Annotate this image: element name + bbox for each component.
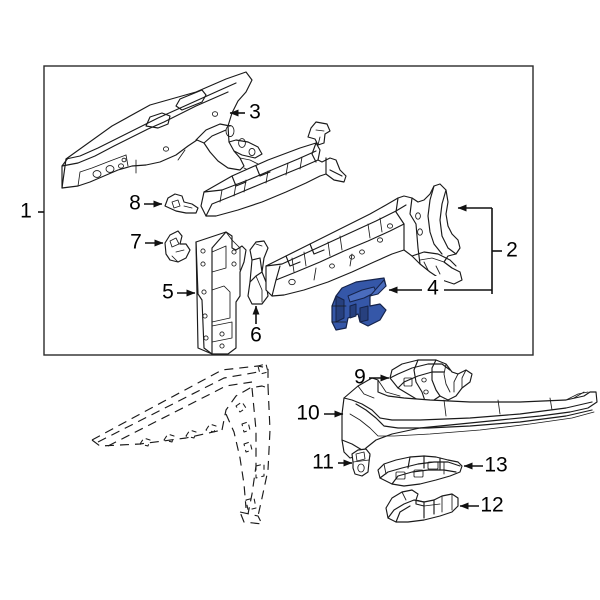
- callout-11[interactable]: 11: [312, 451, 353, 474]
- callout-13-label: 13: [484, 454, 507, 477]
- callout-7[interactable]: 7: [130, 231, 164, 254]
- part-small-clip-bracket-11: [351, 448, 371, 477]
- callout-8-label: 8: [129, 192, 141, 215]
- callout-9[interactable]: 9: [354, 366, 390, 389]
- callout-5-label: 5: [162, 281, 174, 304]
- callout-12[interactable]: 12: [459, 494, 504, 517]
- callout-10[interactable]: 10: [296, 402, 344, 425]
- callout-6[interactable]: 6: [250, 305, 262, 347]
- callout-12-label: 12: [480, 494, 503, 517]
- callout-3-label: 3: [249, 101, 261, 124]
- part-front-fender-phantom-outline: [91, 363, 271, 525]
- callout-10-label: 10: [296, 402, 319, 425]
- callout-3[interactable]: 3: [229, 101, 261, 124]
- callout-11-label: 11: [312, 451, 334, 474]
- assembly-group-box: [43, 65, 534, 356]
- callout-5[interactable]: 5: [162, 281, 196, 304]
- callout-1-label: 1: [20, 200, 32, 223]
- callout-2-label: 2: [506, 239, 518, 262]
- callout-9-label: 9: [354, 366, 366, 389]
- callout-1[interactable]: 1: [20, 200, 44, 223]
- part-small-gusset-bracket-7: [164, 230, 191, 263]
- callout-4-label-backdrop: [422, 276, 444, 302]
- part-apron-upright-panel-5: [195, 231, 247, 355]
- callout-4[interactable]: 4: [388, 276, 492, 302]
- part-highlighted-gusset-part-4: [331, 277, 387, 331]
- callout-2[interactable]: 2: [457, 204, 518, 294]
- part-reinforcement-bracket-6: [247, 240, 269, 305]
- part-apron-side-panel-upper: [200, 142, 347, 217]
- callout-13[interactable]: 13: [463, 454, 508, 477]
- callout-8[interactable]: 8: [129, 192, 163, 215]
- callout-7-label: 7: [130, 231, 142, 254]
- part-reinforcement-plate-13: [377, 455, 463, 487]
- callout-6-label: 6: [250, 324, 262, 347]
- part-front-side-member-assembly-lh: [265, 183, 463, 297]
- part-floor-crossmember-bracket-9: [389, 359, 473, 405]
- part-small-gusset-bracket-8: [164, 193, 199, 214]
- part-rocker-panel-inner-10: [341, 377, 598, 459]
- part-small-bracket-top-middle: [307, 121, 331, 146]
- callout-layer: 1 3 8 7 5: [20, 101, 518, 517]
- callout-4-label: 4: [427, 277, 439, 300]
- part-reinforcement-plate-12: [385, 489, 459, 523]
